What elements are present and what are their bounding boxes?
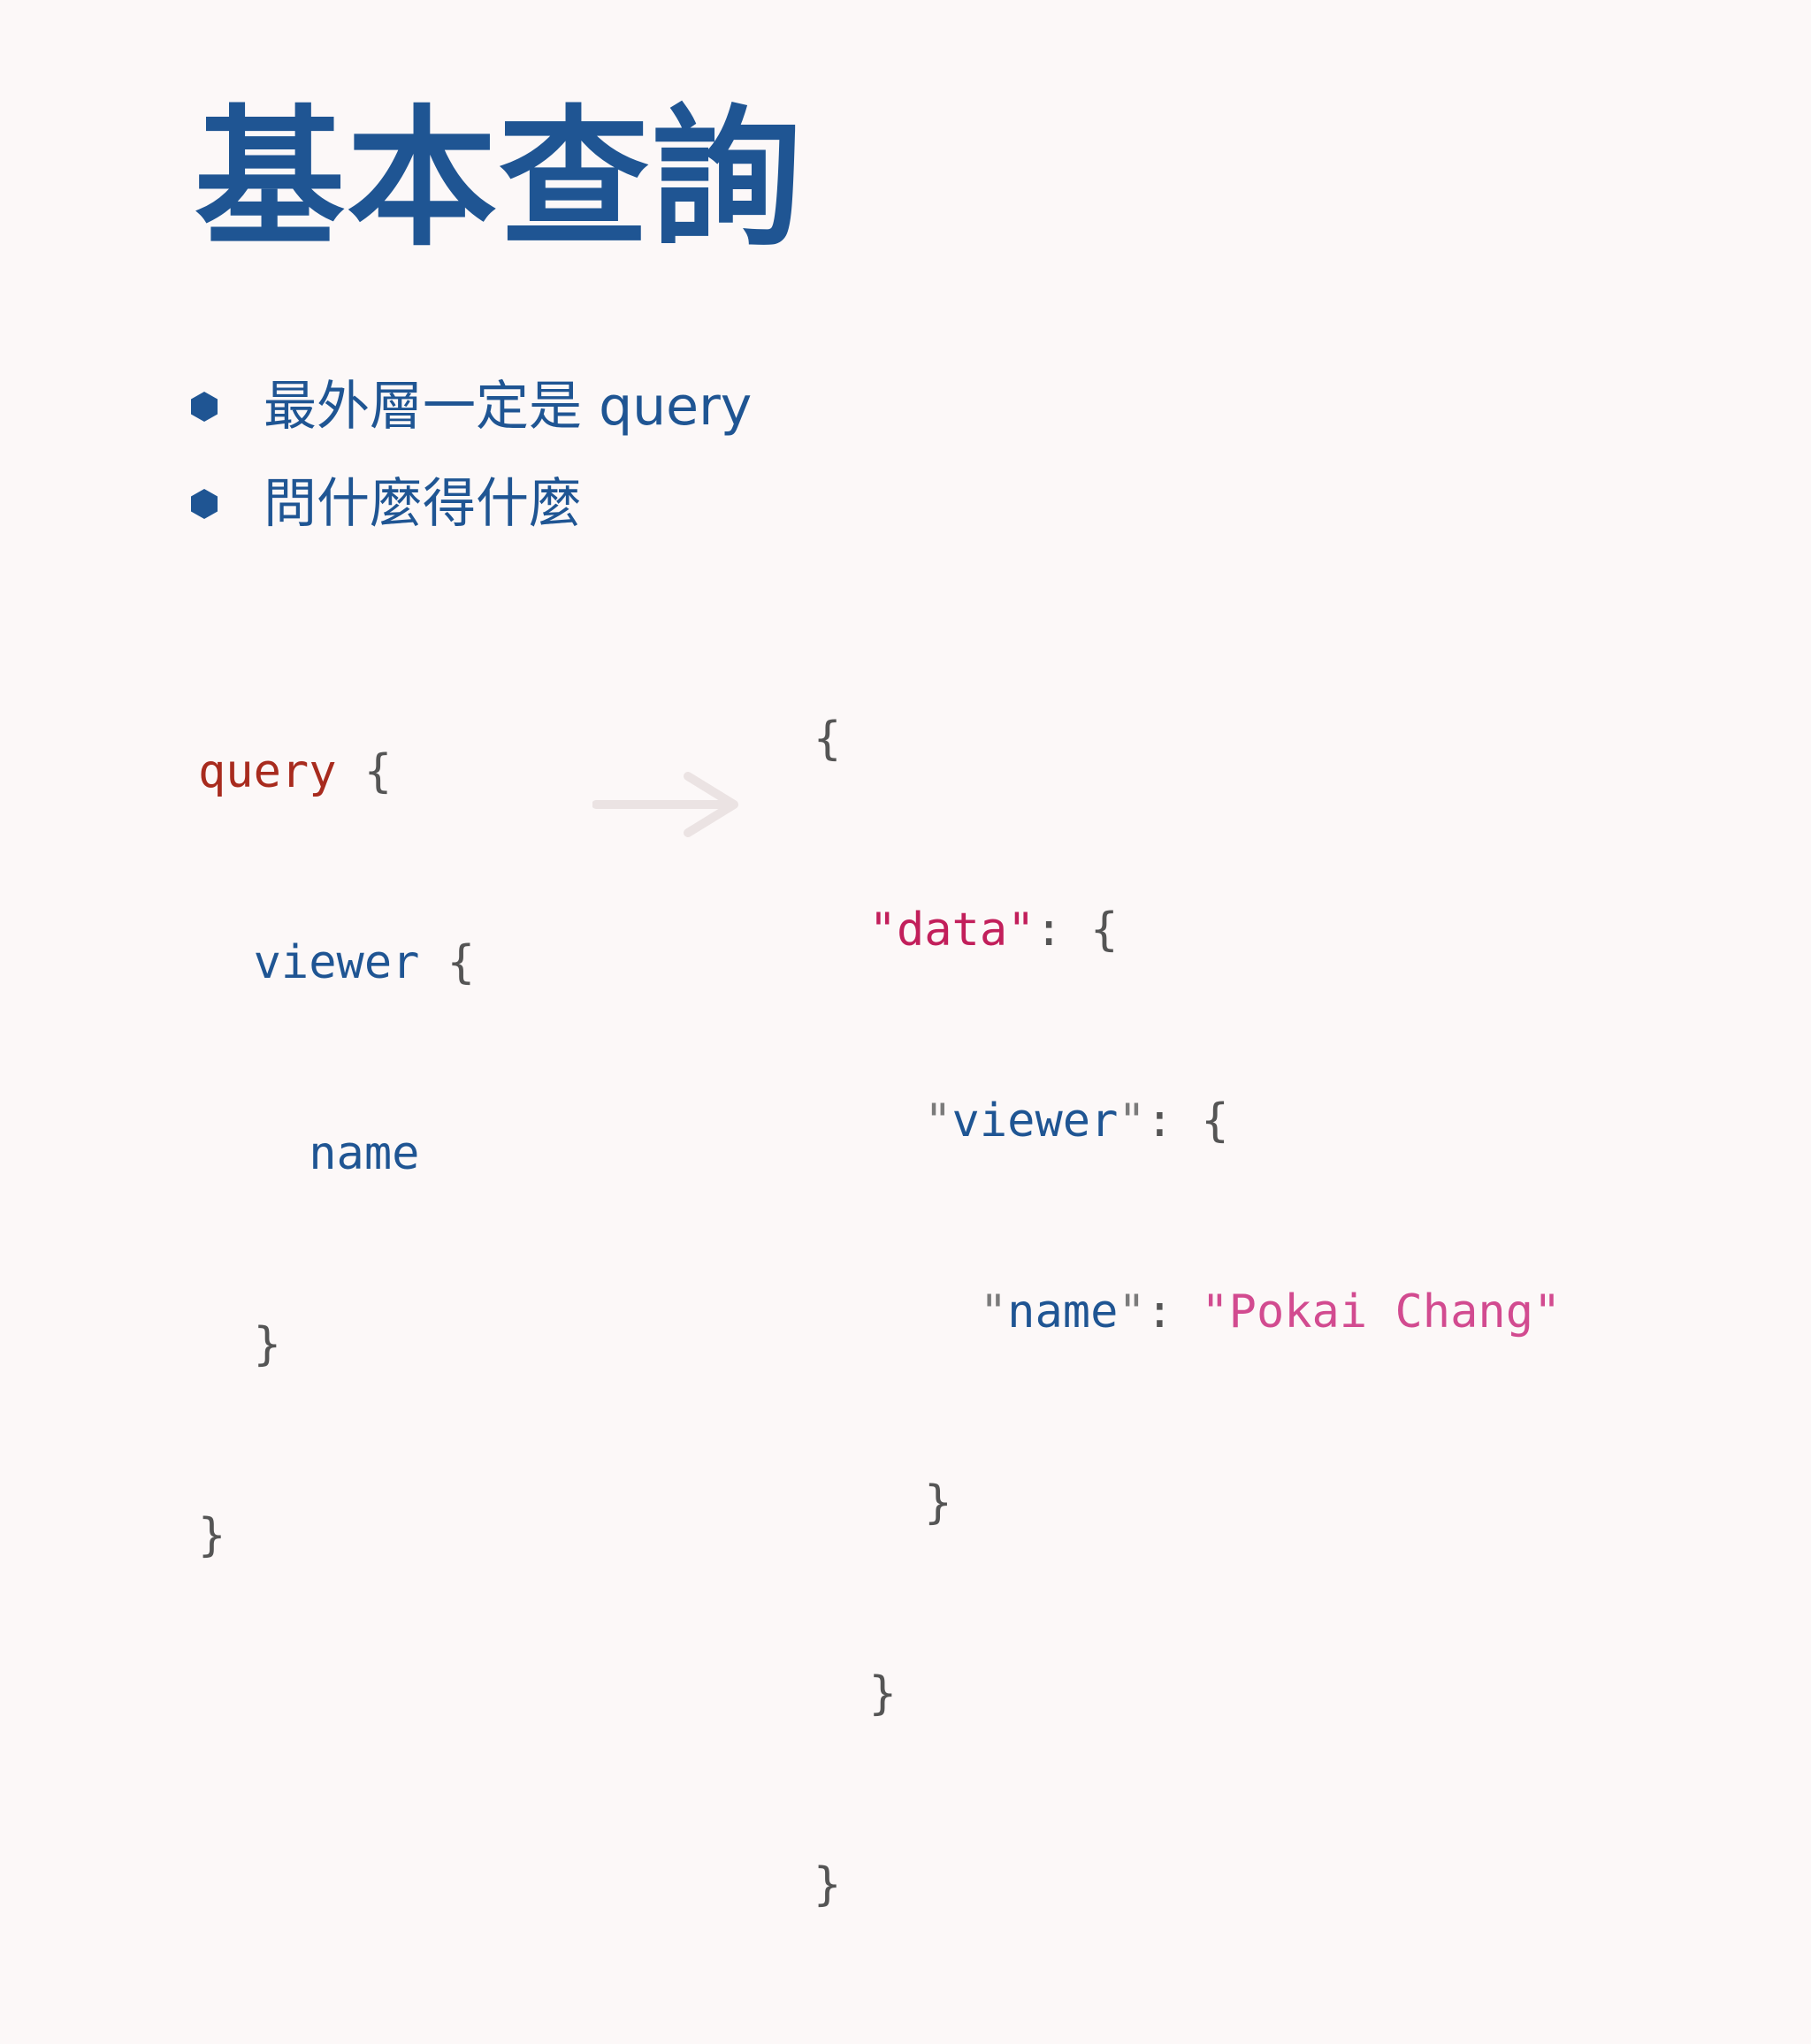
code-brace: { xyxy=(447,936,476,989)
name-key-open-quote: " xyxy=(979,1285,1008,1339)
code-line: viewer { xyxy=(198,931,475,995)
viewer-field: viewer xyxy=(253,936,420,989)
bullet-item: 最外層一定是 query xyxy=(186,371,752,442)
code-brace: } xyxy=(198,1509,226,1562)
colon: : xyxy=(1035,904,1063,957)
data-key-close-quote: " xyxy=(1007,904,1035,957)
code-brace: } xyxy=(814,1858,842,1911)
bullet-text: 問什麼得什麼 xyxy=(264,473,582,535)
response-code-block: { "data": { "viewer": { "name": "Pokai C… xyxy=(814,580,1561,2044)
hexagon-bullet-icon xyxy=(191,489,218,519)
name-value-close-quote: " xyxy=(1533,1285,1562,1339)
right-arrow-icon xyxy=(592,772,738,837)
query-code-block: query { viewer { name } } xyxy=(198,613,475,1695)
name-field: name xyxy=(309,1127,420,1180)
viewer-key-close-quote: " xyxy=(1118,1094,1146,1148)
code-line: "name": "Pokai Chang" xyxy=(814,1280,1561,1344)
code-brace: } xyxy=(924,1476,952,1529)
code-line: "data": { xyxy=(814,898,1561,962)
code-line: } xyxy=(198,1504,475,1567)
code-line: query { xyxy=(198,740,475,804)
code-line: "viewer": { xyxy=(814,1089,1561,1153)
code-brace: } xyxy=(868,1667,897,1720)
code-line: name xyxy=(198,1122,475,1186)
data-key-open-quote: " xyxy=(868,904,897,957)
code-line: } xyxy=(814,1471,1561,1535)
bullet-text: 最外層一定是 query xyxy=(264,376,753,438)
colon: : xyxy=(1145,1285,1174,1339)
code-brace: { xyxy=(814,713,842,766)
code-brace: } xyxy=(253,1318,281,1371)
viewer-key-open-quote: " xyxy=(924,1094,952,1148)
viewer-key: viewer xyxy=(951,1094,1119,1148)
code-line: } xyxy=(814,1853,1561,1917)
name-key-close-quote: " xyxy=(1118,1285,1146,1339)
hexagon-bullet-icon xyxy=(191,392,218,422)
code-line: } xyxy=(198,1313,475,1377)
query-keyword: query xyxy=(198,745,337,798)
code-brace: { xyxy=(363,745,393,798)
code-line: { xyxy=(814,707,1561,771)
colon: : xyxy=(1145,1094,1174,1148)
slide-title: 基本查詢 xyxy=(195,92,804,267)
name-key: name xyxy=(1007,1285,1119,1339)
bullet-item: 問什麼得什麼 xyxy=(186,469,582,539)
code-brace: { xyxy=(1090,904,1119,957)
name-value: Pokai Chang xyxy=(1228,1285,1534,1339)
data-key: data xyxy=(896,904,1008,957)
name-value-open-quote: " xyxy=(1201,1285,1229,1339)
code-brace: { xyxy=(1201,1094,1229,1148)
code-line: } xyxy=(814,1662,1561,1726)
